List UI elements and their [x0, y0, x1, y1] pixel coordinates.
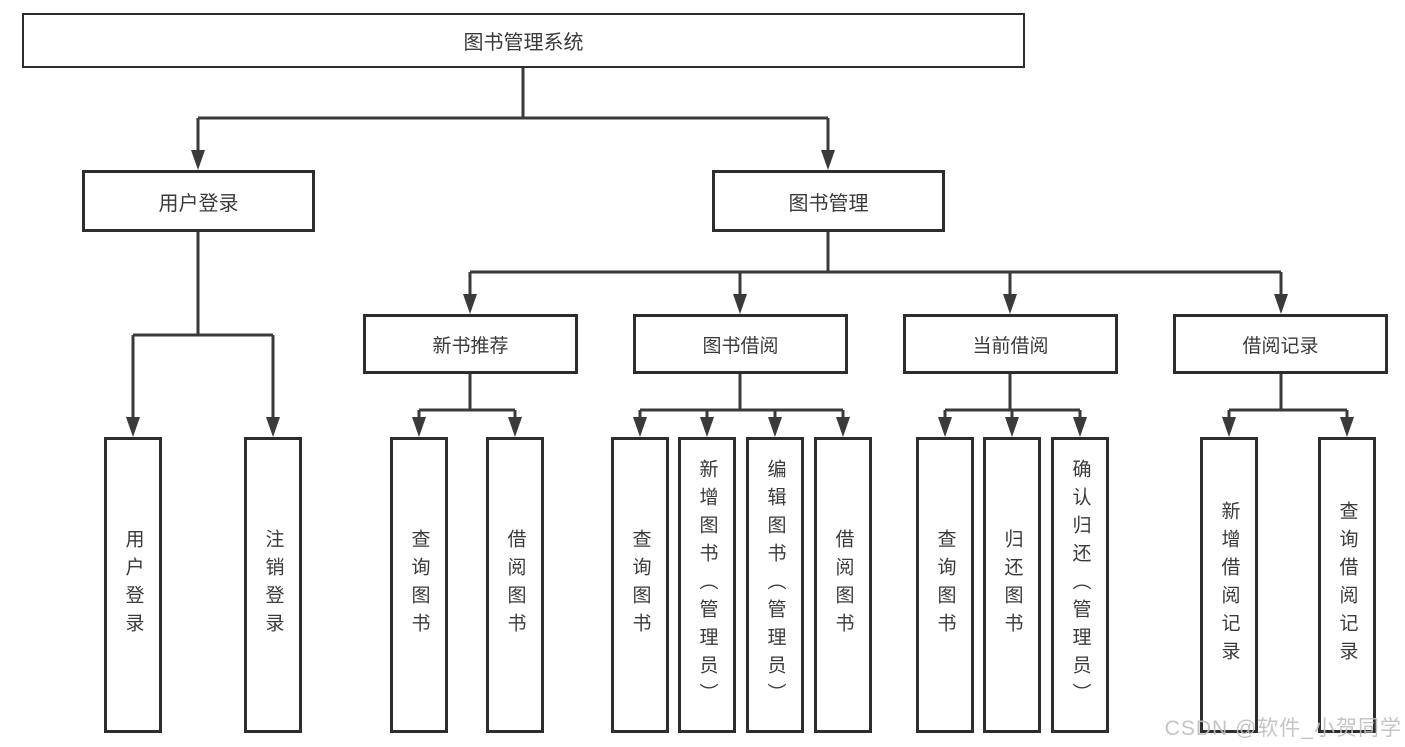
leaf-borrow-books-recommend: 借阅图书 [486, 437, 544, 733]
connector-book-borrow-children [638, 374, 845, 419]
leaf-logout-action: 注销登录 [244, 437, 302, 733]
node-current-borrow: 当前借阅 [903, 314, 1118, 374]
node-book-management-label: 图书管理 [788, 192, 869, 215]
leaf-query-books-current: 查询图书 [916, 437, 974, 733]
connector-root-to-level1 [196, 68, 830, 152]
leaf-label: 新增图书（管理员） [696, 459, 718, 711]
arrowhead-icon [1222, 417, 1236, 437]
node-root-label: 图书管理系统 [463, 32, 584, 54]
arrowhead-icon [1003, 294, 1017, 314]
connector-new-book-recommend-children [417, 374, 517, 419]
leaf-user-login-action: 用户登录 [104, 437, 162, 733]
arrowhead-icon [1073, 417, 1087, 437]
arrowhead-icon [191, 150, 205, 170]
node-book-borrow-label: 图书借阅 [702, 335, 779, 357]
arrowhead-icon [938, 417, 952, 437]
arrowhead-icon [1005, 417, 1019, 437]
connector-borrow-records-children [1227, 374, 1349, 419]
leaf-add-book-admin: 新增图书（管理员） [678, 437, 736, 733]
arrowhead-icon [266, 417, 280, 437]
leaf-label: 查询图书 [934, 529, 956, 641]
leaf-label: 借阅图书 [832, 529, 854, 641]
leaf-query-books-recommend: 查询图书 [390, 437, 448, 733]
arrowhead-icon [1340, 417, 1354, 437]
connector-book-management-children [468, 232, 1283, 296]
leaf-label: 查询图书 [629, 529, 651, 641]
arrowhead-icon [463, 294, 477, 314]
node-book-borrow: 图书借阅 [633, 314, 848, 374]
leaf-edit-book-admin: 编辑图书（管理员） [746, 437, 804, 733]
connector-current-borrow-children [943, 374, 1082, 419]
arrowhead-icon [733, 294, 747, 314]
arrowheads [126, 150, 1354, 437]
arrowhead-icon [821, 150, 835, 170]
node-new-book-recommend: 新书推荐 [363, 314, 578, 374]
leaf-query-books-borrow: 查询图书 [611, 437, 669, 733]
arrowhead-icon [508, 417, 522, 437]
arrowhead-icon [768, 417, 782, 437]
leaf-label: 用户登录 [122, 529, 144, 641]
arrowhead-icon [700, 417, 714, 437]
leaf-borrow-books-borrow: 借阅图书 [814, 437, 872, 733]
arrowhead-icon [836, 417, 850, 437]
csdn-watermark: CSDN @软件_小贺同学 [1164, 717, 1402, 740]
node-borrow-records-label: 借阅记录 [1242, 335, 1319, 357]
node-current-borrow-label: 当前借阅 [972, 335, 1049, 357]
leaf-label: 新增借阅记录 [1218, 501, 1240, 669]
leaf-add-borrow-record: 新增借阅记录 [1200, 437, 1258, 733]
leaf-label: 编辑图书（管理员） [764, 459, 786, 711]
leaf-label: 注销登录 [262, 529, 284, 641]
arrowhead-icon [633, 417, 647, 437]
leaf-label: 查询借阅记录 [1336, 501, 1358, 669]
node-user-login: 用户登录 [82, 170, 315, 232]
arrowhead-icon [1274, 294, 1288, 314]
arrowhead-icon [412, 417, 426, 437]
leaf-label: 借阅图书 [504, 529, 526, 641]
node-new-book-recommend-label: 新书推荐 [432, 335, 509, 357]
arrowhead-icon [126, 417, 140, 437]
leaf-label: 查询图书 [408, 529, 430, 641]
leaf-query-borrow-record: 查询借阅记录 [1318, 437, 1376, 733]
leaf-label: 归还图书 [1001, 529, 1023, 641]
leaf-confirm-return-admin: 确认归还（管理员） [1051, 437, 1109, 733]
node-root: 图书管理系统 [22, 13, 1025, 68]
connector-user-login-children [131, 232, 275, 419]
node-book-management: 图书管理 [712, 170, 945, 232]
leaf-return-book: 归还图书 [983, 437, 1041, 733]
node-borrow-records: 借阅记录 [1173, 314, 1388, 374]
node-user-login-label: 用户登录 [158, 192, 239, 215]
leaf-label: 确认归还（管理员） [1069, 459, 1091, 711]
